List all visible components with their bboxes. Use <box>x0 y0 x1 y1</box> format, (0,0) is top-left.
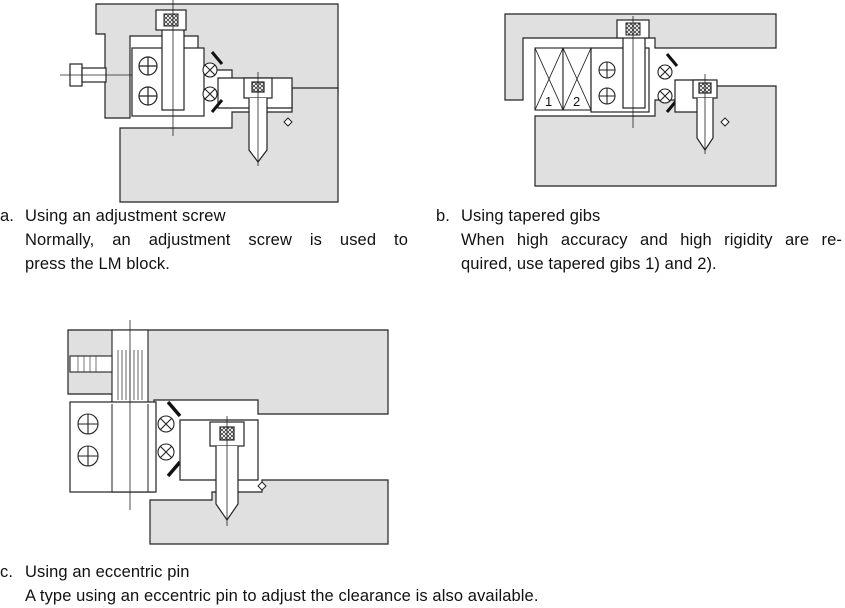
caption-b-title: Using tapered gibs <box>461 207 601 225</box>
base-rail-mount <box>119 87 339 203</box>
caption-c-title: Using an eccentric pin <box>25 563 190 581</box>
gib-2-label: 2 <box>573 94 580 109</box>
caption-a: a. Using an adjustment screw Normally, an… <box>0 204 408 276</box>
adjustment-screw <box>60 63 132 87</box>
caption-c: c. Using an eccentric pin A type using an… <box>0 560 700 608</box>
caption-a-line1: Normally, an adjustment screw is used to <box>25 231 408 249</box>
caption-b-line2: quired, use tapered gibs 1) and 2). <box>461 255 717 273</box>
table-top <box>504 13 777 101</box>
caption-b: b. Using tapered gibs When high accuracy … <box>436 204 842 276</box>
tapered-gibs <box>534 47 592 111</box>
caption-a-title: Using an adjustment screw <box>25 207 226 225</box>
caption-c-marker: c. <box>0 563 14 581</box>
diagram-a-adjustment-screw <box>60 0 339 203</box>
caption-c-line1: A type using an eccentric pin to adjust … <box>25 587 539 605</box>
diagram-b-tapered-gibs: 1 2 <box>504 13 777 187</box>
caption-a-line2: press the LM block. <box>25 255 170 273</box>
caption-b-line1: When high accuracy and high rigidity are… <box>461 231 842 249</box>
caption-a-marker: a. <box>0 207 14 225</box>
caption-b-marker: b. <box>436 207 450 225</box>
diagram-c-eccentric-pin <box>67 320 389 545</box>
gib-1-label: 1 <box>545 94 552 109</box>
base-rail-mount <box>149 479 389 545</box>
